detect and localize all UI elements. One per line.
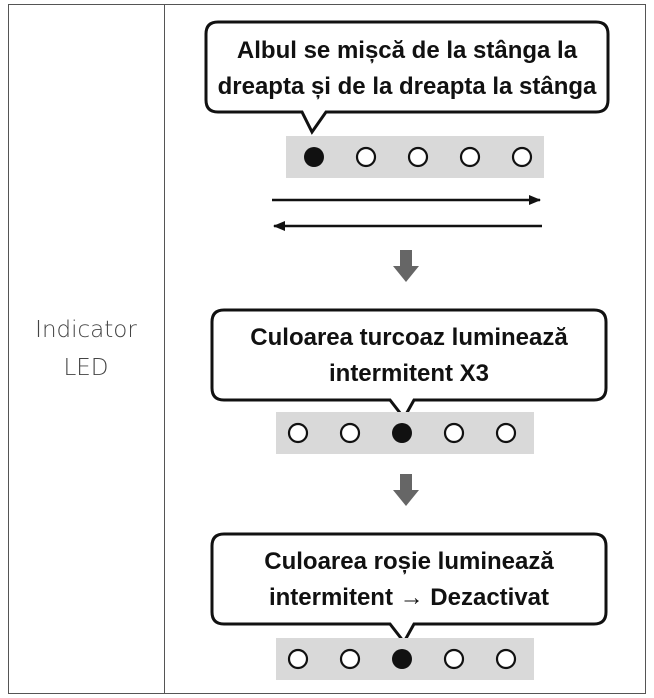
callout-bubble-2	[210, 308, 608, 421]
callout-1-line1: Albul se mișcă de la stânga la	[237, 37, 578, 64]
callout-step-3: Culoarea roșie luminează intermitent → D…	[210, 532, 608, 645]
led-off-icon	[287, 648, 309, 670]
row-label-line1: Indicator	[35, 317, 137, 343]
callout-2-line1: Culoarea turcoaz luminează	[250, 324, 568, 351]
led-off-icon	[407, 146, 429, 168]
column-divider	[164, 4, 165, 694]
down-arrow-2	[393, 474, 419, 506]
row-label-cell: Indicator LED	[8, 4, 164, 694]
led-on-icon	[304, 147, 324, 167]
led-off-icon	[443, 422, 465, 444]
led-off-icon	[511, 146, 533, 168]
led-on-icon	[392, 423, 412, 443]
bidirectional-arrows	[272, 195, 542, 231]
led-off-icon	[287, 422, 309, 444]
callout-3-line1: Culoarea roșie luminează	[264, 548, 554, 575]
down-arrow-1	[393, 250, 419, 282]
led-off-icon	[443, 648, 465, 670]
led-strip-2	[276, 412, 534, 454]
callout-1-line2: dreapta și de la dreapta la stânga	[218, 73, 597, 100]
led-off-icon	[495, 648, 517, 670]
led-off-icon	[459, 146, 481, 168]
callout-3-line2: intermitent → Dezactivat	[269, 584, 549, 611]
led-off-icon	[339, 422, 361, 444]
row-label: Indicator LED	[35, 311, 137, 387]
led-off-icon	[355, 146, 377, 168]
led-strip-1	[286, 136, 544, 178]
callout-bubble-3	[210, 532, 608, 645]
callout-step-2: Culoarea turcoaz luminează intermitent X…	[210, 308, 608, 421]
callout-step-1: Albul se mișcă de la stânga la dreapta ș…	[204, 20, 610, 135]
led-off-icon	[495, 422, 517, 444]
led-strip-3	[276, 638, 534, 680]
callout-bubble-1	[204, 20, 610, 135]
table-frame	[8, 4, 646, 694]
row-label-line2: LED	[63, 355, 109, 381]
callout-2-line2: intermitent X3	[329, 360, 489, 387]
led-on-icon	[392, 649, 412, 669]
led-off-icon	[339, 648, 361, 670]
